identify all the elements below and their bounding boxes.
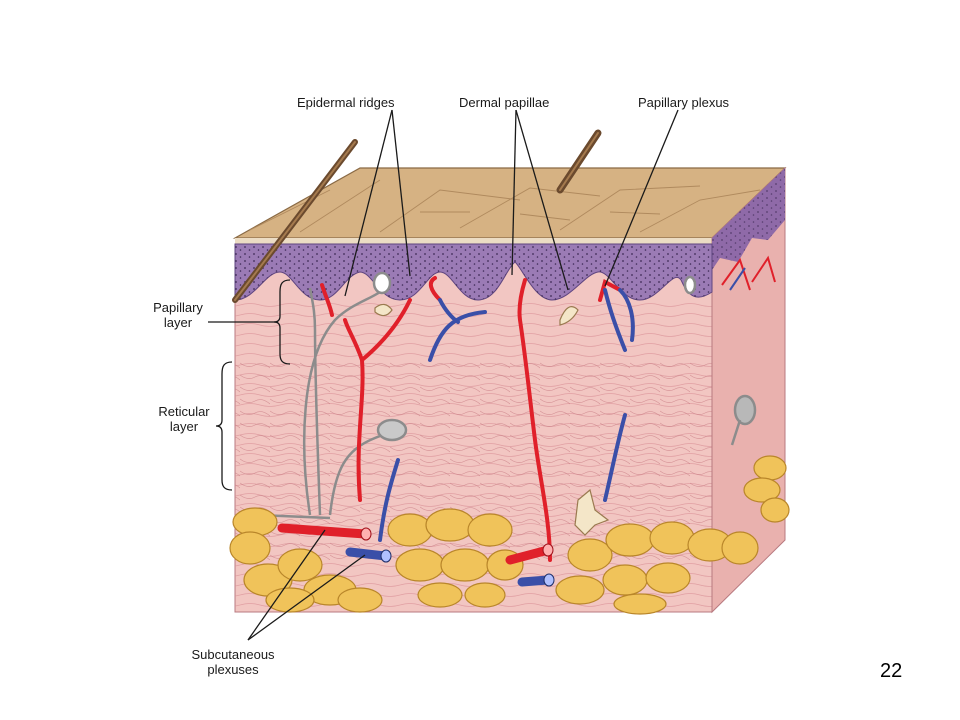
papillary-layer-label-line1: Papillary — [153, 300, 203, 315]
arteries — [320, 276, 622, 562]
layer-brackets — [215, 279, 291, 491]
nerves — [257, 271, 757, 520]
skin-surface — [232, 167, 787, 246]
subcutaneous-plexus-vessels — [277, 523, 555, 587]
papillary-layer-label: Papillary layer — [148, 300, 208, 330]
reticular-layer-label-line2: layer — [169, 419, 199, 434]
epidermis — [234, 243, 713, 301]
dermal-papillae-label: Dermal papillae — [459, 95, 550, 110]
subcutaneous-plexuses-label: Subcutaneous plexuses — [178, 647, 288, 677]
glands — [374, 303, 610, 536]
papillary-plexus-label: Papillary plexus — [638, 95, 730, 110]
hair-shafts — [232, 129, 602, 303]
reticular-layer-label-line1: Reticular — [158, 404, 210, 419]
epidermal-ridges-label: Epidermal ridges — [297, 95, 395, 110]
subcutaneous-plexuses-label-line2: plexuses — [207, 662, 259, 677]
subcutaneous-fat — [229, 455, 790, 615]
leader-lines — [208, 109, 679, 641]
subcutaneous-plexuses-label-line1: Subcutaneous — [191, 647, 275, 662]
papillary-layer-label-line2: layer — [163, 315, 193, 330]
page-number: 22 — [880, 660, 903, 682]
reticular-layer-label: Reticular layer — [154, 404, 214, 434]
veins — [378, 288, 635, 542]
